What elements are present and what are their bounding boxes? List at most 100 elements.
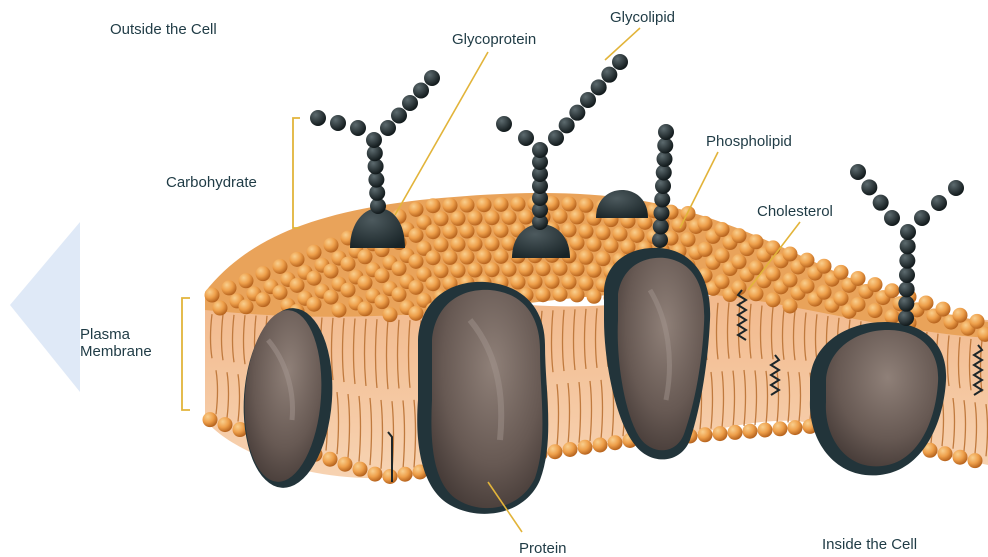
phospholipid-head — [732, 228, 747, 243]
phospholipid-head — [290, 252, 305, 267]
phospholipid-head — [375, 268, 390, 283]
phospholipid-head — [511, 197, 526, 212]
phospholipid-head — [290, 278, 305, 293]
phospholipid-head — [273, 259, 288, 274]
phospholipid-head — [553, 261, 568, 276]
phospholipid-head — [213, 301, 228, 316]
phospholipid-head — [536, 261, 551, 276]
phospholipid-head — [715, 222, 730, 237]
phospholipid-head-lower — [773, 421, 788, 436]
sugar-bead — [658, 124, 674, 140]
phospholipid-head — [477, 197, 492, 212]
phospholipid-head — [443, 224, 458, 239]
label-outside-cell: Outside the Cell — [110, 21, 217, 38]
phospholipid-head — [426, 250, 441, 265]
phospholipid-head — [358, 249, 373, 264]
phospholipid-head — [596, 225, 611, 240]
phospholipid-head — [868, 277, 883, 292]
sugar-bead — [948, 180, 964, 196]
phospholipid-head — [485, 236, 500, 251]
phospholipid-head — [766, 266, 781, 281]
phospholipid-head — [528, 274, 543, 289]
sugar-bead — [580, 92, 596, 108]
phospholipid-head — [800, 253, 815, 268]
phospholipid-head — [502, 210, 517, 225]
phospholipid-head — [409, 202, 424, 217]
phospholipid-head-lower — [398, 467, 413, 482]
phospholipid-head — [239, 299, 254, 314]
phospholipid-head — [936, 302, 951, 317]
label-cholesterol: Cholesterol — [757, 203, 833, 220]
phospholipid-head-lower — [548, 444, 563, 459]
phospholipid-head — [834, 291, 849, 306]
phospholipid-head — [460, 198, 475, 213]
phospholipid-head — [851, 271, 866, 286]
sugar-bead — [900, 238, 916, 254]
peripheral-dome-right — [596, 190, 648, 218]
phospholipid-head — [681, 232, 696, 247]
phospholipid-head — [519, 210, 534, 225]
phospholipid-head — [443, 198, 458, 213]
phospholipid-head — [409, 254, 424, 269]
phospholipid-head — [332, 303, 347, 318]
phospholipid-head — [307, 271, 322, 286]
phospholipid-head — [468, 237, 483, 252]
phospholipid-head — [494, 223, 509, 238]
phospholipid-head — [426, 276, 441, 291]
integral-protein-2 — [417, 282, 548, 514]
phospholipid-head — [468, 211, 483, 226]
phospholipid-head — [783, 273, 798, 288]
phospholipid-head — [273, 285, 288, 300]
phospholipid-head — [341, 256, 356, 271]
phospholipid-head-lower — [203, 412, 218, 427]
phospholipid-head — [885, 283, 900, 298]
phospholipid-head — [953, 308, 968, 323]
phospholipid-head-lower — [743, 424, 758, 439]
phospholipid-head — [562, 274, 577, 289]
leader-glycoprotein — [395, 52, 488, 215]
phospholipid-head-lower — [608, 435, 623, 450]
phospholipid-head — [851, 297, 866, 312]
sugar-bead — [350, 120, 366, 136]
label-glycoprotein: Glycoprotein — [452, 31, 536, 48]
phospholipid-head — [383, 307, 398, 322]
phospholipid-head-lower — [698, 427, 713, 442]
sugar-bead — [532, 142, 548, 158]
phospholipid-head — [485, 262, 500, 277]
phospholipid-head — [766, 292, 781, 307]
phospholipid-head — [885, 309, 900, 324]
phospholipid-head — [494, 249, 509, 264]
phospholipid-head — [358, 275, 373, 290]
phospholipid-head-lower — [218, 417, 233, 432]
phospholipid-head — [749, 286, 764, 301]
phospholipid-head-lower — [323, 452, 338, 467]
phospholipid-head — [511, 275, 526, 290]
phospholipid-head — [553, 209, 568, 224]
phospholipid-head — [630, 228, 645, 243]
label-inside-cell: Inside the Cell — [822, 536, 917, 553]
phospholipid-head — [222, 280, 237, 295]
sugar-bead — [402, 95, 418, 111]
phospholipid-head-lower — [353, 462, 368, 477]
phospholipid-head — [817, 285, 832, 300]
phospholipid-head — [494, 197, 509, 212]
phospholipid-head — [434, 263, 449, 278]
phospholipid-head — [307, 297, 322, 312]
phospholipid-head — [443, 250, 458, 265]
phospholipid-head-lower — [383, 469, 398, 484]
phospholipid-head — [324, 264, 339, 279]
phospholipid-head-lower — [578, 440, 593, 455]
label-phospholipid: Phospholipid — [706, 133, 792, 150]
sugar-bead — [569, 105, 585, 121]
phospholipid-head-lower — [338, 457, 353, 472]
phospholipid-head — [256, 266, 271, 281]
label-carbohydrate: Carbohydrate — [166, 174, 257, 191]
phospholipid-head — [800, 279, 815, 294]
phospholipid-head — [817, 259, 832, 274]
label-glycolipid: Glycolipid — [610, 9, 675, 26]
phospholipid-head — [324, 290, 339, 305]
sugar-bead — [612, 54, 628, 70]
sugar-bead — [898, 296, 914, 312]
phospholipid-head — [596, 251, 611, 266]
